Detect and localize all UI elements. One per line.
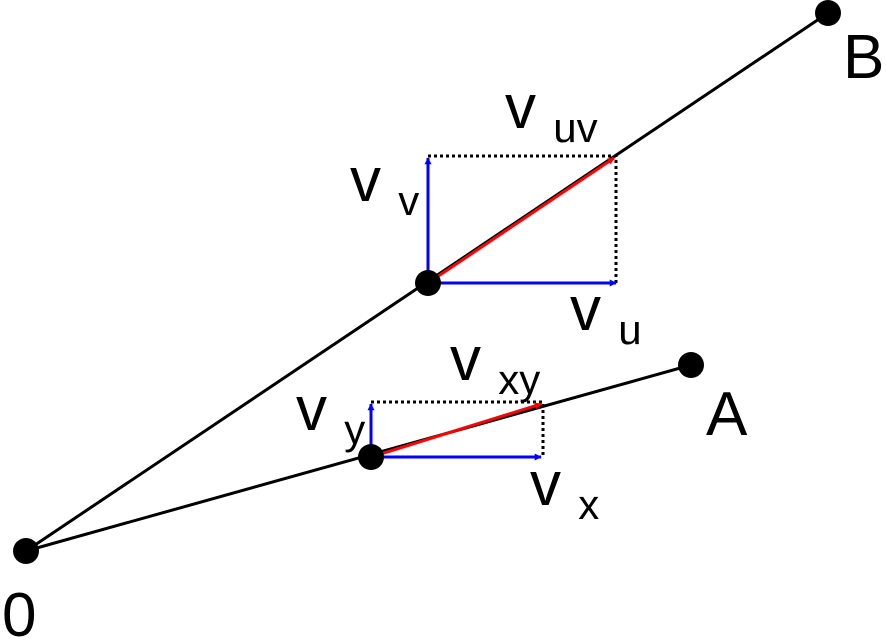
label-vx-base: v — [530, 450, 561, 519]
label-vx-sub: x — [578, 481, 599, 528]
label-vu: v u — [570, 275, 642, 353]
point-b — [815, 0, 841, 26]
label-b: B — [843, 23, 884, 92]
label-vu-base: v — [570, 275, 601, 344]
point-lower-base — [358, 444, 384, 470]
vector-vxy-arrow — [370, 402, 542, 459]
label-vxy: v xy — [450, 325, 540, 403]
label-vx: v x — [530, 450, 599, 528]
label-vv: v v — [350, 146, 419, 224]
label-vy-sub: y — [344, 406, 365, 453]
label-vu-sub: u — [618, 306, 641, 353]
label-a: A — [706, 380, 748, 449]
label-vv-sub: v — [398, 177, 419, 224]
label-vv-base: v — [350, 146, 381, 215]
label-vy-base: v — [296, 375, 327, 444]
label-vuv-sub: uv — [553, 104, 597, 151]
point-upper-base — [415, 270, 441, 296]
point-a — [678, 352, 704, 378]
label-vuv: v uv — [505, 73, 598, 151]
uv-projection-guide — [428, 154, 618, 283]
label-vxy-base: v — [450, 325, 481, 394]
label-vxy-sub: xy — [498, 356, 540, 403]
label-origin: 0 — [2, 581, 36, 640]
label-vy: v y — [296, 375, 365, 453]
label-vuv-base: v — [505, 73, 536, 142]
vector-vuv-arrow — [427, 156, 615, 285]
point-origin — [13, 538, 39, 564]
